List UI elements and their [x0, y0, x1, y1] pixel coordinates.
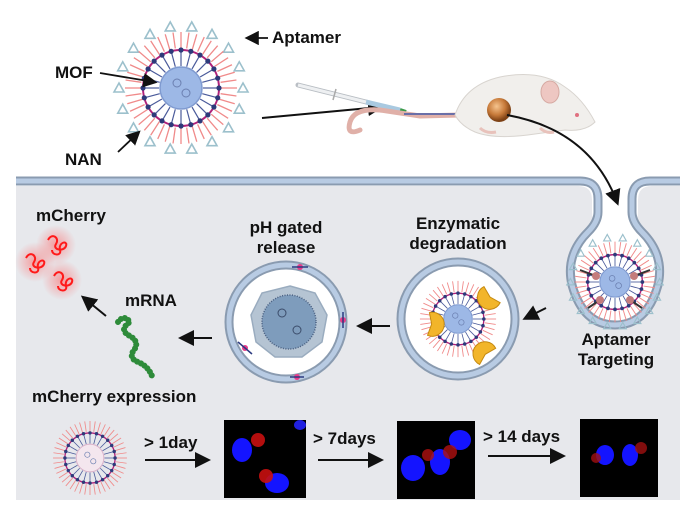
- aptamer-strand: [222, 121, 235, 133]
- arrow-mrna-to-mcherry: [80, 295, 107, 317]
- receptor-icon: [596, 296, 604, 304]
- label-timepoint-14days: > 14 days: [483, 427, 561, 446]
- label-nan: NAN: [65, 150, 102, 169]
- aptamer-strand: [127, 121, 140, 133]
- aptamer-strand: [576, 305, 586, 315]
- aptamer-strand: [185, 20, 199, 32]
- aptamer-strand: [588, 238, 598, 247]
- mof-core: [599, 266, 631, 298]
- aptamer-strand: [112, 81, 126, 93]
- aptamer-strand: [632, 238, 642, 247]
- label-aptamer: Aptamer: [272, 28, 341, 47]
- tumor-icon: [487, 98, 511, 122]
- aptamer-strand: [236, 81, 250, 93]
- mouse-icon: [346, 74, 596, 138]
- arrow-tumor-to-cell: [506, 114, 621, 206]
- aptamer-strand: [116, 60, 130, 72]
- aptamer-strand: [232, 102, 246, 115]
- label-expression-title: mCherry expression: [32, 387, 197, 406]
- enzyme-icon: [426, 285, 501, 366]
- mof-core: [159, 66, 203, 110]
- aptamer-strand: [618, 233, 628, 242]
- endosome-ph-release: [224, 260, 348, 384]
- aptamer-strand: [143, 27, 157, 40]
- aptamer-strand: [618, 321, 628, 330]
- nanoparticle-expression: [53, 421, 127, 495]
- nanoparticle-main: [112, 20, 250, 154]
- aptamer-strand: [232, 60, 246, 72]
- microscopy-image-14days: [580, 419, 658, 497]
- aptamer-strand: [205, 135, 219, 147]
- mcherry-protein-icon: [15, 225, 82, 300]
- aptamer-strand: [602, 321, 612, 330]
- label-mof: MOF: [55, 63, 93, 82]
- aptamer-strand: [632, 315, 642, 325]
- aptamer-strand: [127, 41, 140, 53]
- receptor-icon: [592, 272, 600, 280]
- aptamer-strand: [163, 142, 177, 154]
- label-mrna: mRNA: [125, 291, 177, 310]
- microscopy-image-7days: [397, 421, 475, 499]
- arrow-nan-label: [117, 130, 141, 153]
- mrna-icon: [115, 315, 155, 379]
- aptamer-strand: [644, 305, 654, 315]
- label-mcherry: mCherry: [36, 206, 106, 225]
- aptamer-strand: [652, 261, 662, 271]
- aptamer-strand: [565, 277, 575, 286]
- aptamer-strand: [568, 261, 578, 271]
- label-ph-gated-release: pH gated release: [249, 218, 323, 257]
- receptor-icon: [630, 272, 638, 280]
- microscopy-image-1day: [224, 420, 306, 498]
- label-timepoint-1day: > 1day: [144, 433, 198, 452]
- aptamer-strand: [644, 248, 654, 257]
- label-timepoint-7days: > 7days: [313, 429, 376, 448]
- arrow-targeting-to-enzymatic: [522, 305, 547, 320]
- aptamer-strand: [222, 41, 235, 53]
- aptamer-strand: [205, 27, 219, 40]
- aptamer-strand: [143, 135, 157, 147]
- aptamer-strand: [655, 277, 665, 286]
- endocytic-vesicle: [565, 211, 665, 330]
- aptamer-strand: [163, 20, 177, 32]
- aptamer-strand: [116, 102, 130, 115]
- aptamer-strand: [185, 142, 199, 154]
- receptor-icon: [626, 296, 634, 304]
- syringe-icon: [295, 82, 407, 114]
- arrow-mof-label: [99, 72, 158, 88]
- label-aptamer-targeting: Aptamer Targeting: [577, 330, 655, 369]
- mof-core: [75, 443, 105, 473]
- cytoplasm: [16, 186, 680, 500]
- aptamer-strand: [568, 292, 578, 301]
- arrow-injection: [261, 100, 384, 119]
- mof-core: [443, 304, 473, 334]
- endosome-enzymatic: [396, 257, 520, 381]
- label-enzymatic-degradation: Enzymatic degradation: [409, 214, 507, 253]
- aptamer-strand: [602, 233, 612, 242]
- aptamer-strand: [576, 248, 586, 257]
- aptamer-strand: [588, 315, 598, 325]
- aptamer-strand: [652, 292, 662, 301]
